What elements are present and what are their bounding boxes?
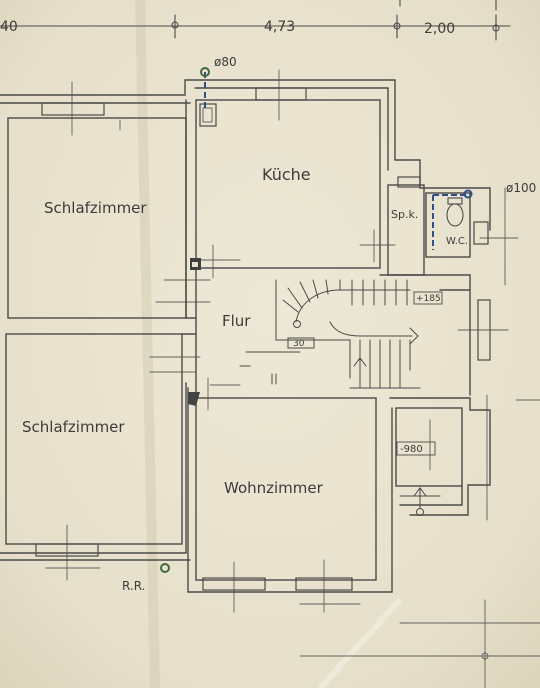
dimension-right: 2,00 bbox=[424, 21, 455, 37]
dimension-left: 40 bbox=[0, 19, 18, 35]
paper-fold bbox=[135, 0, 160, 688]
room-label-living: Wohnzimmer bbox=[224, 479, 324, 497]
pipe-top-marker bbox=[200, 67, 210, 77]
level-landing-label: +185 bbox=[416, 294, 441, 304]
chimneys bbox=[188, 103, 217, 406]
dimension-line-top bbox=[0, 0, 511, 41]
stair-mark-label: 30 bbox=[293, 339, 305, 349]
room-label-kitchen: Küche bbox=[262, 165, 311, 184]
dimension-middle: 4,73 bbox=[264, 19, 295, 35]
level-basement-label: -980 bbox=[400, 444, 423, 455]
room-label-bedroom-top: Schlafzimmer bbox=[44, 199, 147, 217]
wc-fixture bbox=[446, 197, 464, 227]
paper-tear bbox=[317, 597, 403, 688]
rr-marker bbox=[160, 563, 170, 573]
room-label-wc: W.C. bbox=[446, 236, 468, 247]
chimney-lower bbox=[188, 392, 200, 406]
blue-ink-pipes bbox=[204, 72, 468, 250]
shaft-kitchen bbox=[199, 103, 217, 127]
pipe-top-label: ø80 bbox=[214, 55, 237, 69]
pipe-right-marker bbox=[463, 189, 473, 199]
rr-label: R.R. bbox=[122, 579, 145, 593]
room-label-pantry: Sp.k. bbox=[391, 208, 418, 221]
construction-marks bbox=[45, 69, 540, 688]
room-label-bedroom-bottom: Schlafzimmer bbox=[22, 418, 125, 436]
room-label-hall: Flur bbox=[222, 312, 251, 330]
staircase bbox=[239, 279, 441, 516]
pipe-right-label: ø100 bbox=[506, 181, 536, 195]
